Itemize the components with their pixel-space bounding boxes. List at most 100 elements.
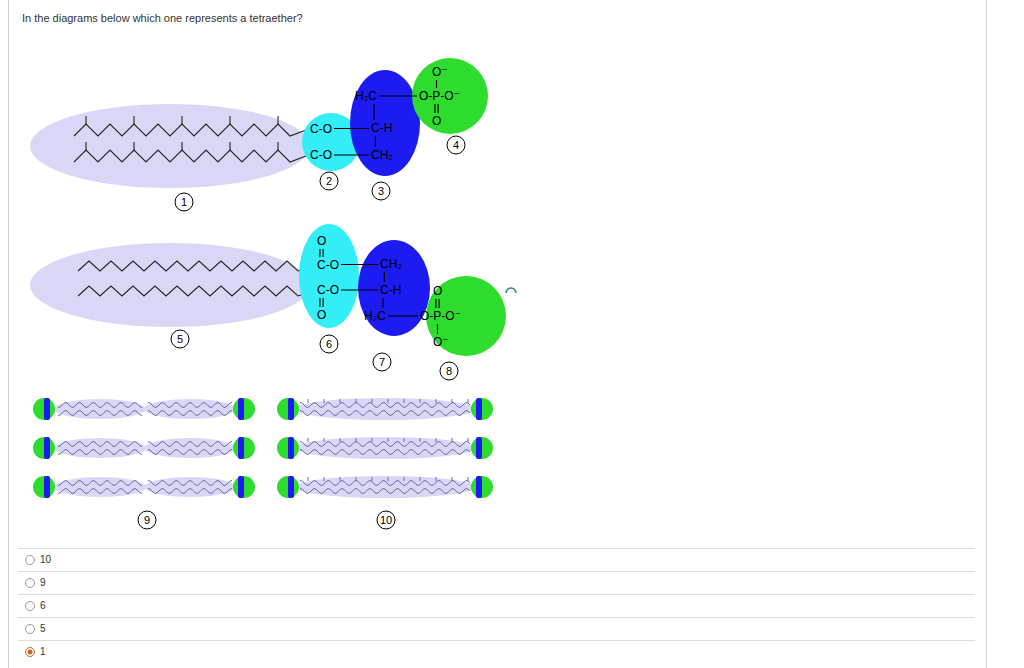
cursor-icon xyxy=(506,288,516,293)
glycerol-bar xyxy=(288,398,294,420)
chemical-group: C-O xyxy=(317,259,339,271)
frame-line xyxy=(986,0,987,668)
radio-button xyxy=(26,556,35,565)
tail-branch xyxy=(340,399,341,403)
glycerol-bar xyxy=(238,398,244,420)
callout-number: 10 xyxy=(380,515,392,526)
tail-line xyxy=(300,489,470,494)
callout-circle xyxy=(377,511,395,529)
chemical-bond xyxy=(319,298,320,307)
methyl-branch xyxy=(277,116,278,124)
node-shape xyxy=(299,224,359,328)
chemical-bond xyxy=(341,264,378,265)
polar-head xyxy=(277,476,299,498)
chemical-bond xyxy=(434,104,435,113)
tail-branch xyxy=(372,438,373,442)
callout-circle xyxy=(320,172,338,190)
tail-line xyxy=(58,403,142,408)
tail-branch xyxy=(468,399,469,403)
methyl-branch xyxy=(229,116,230,124)
polar-head xyxy=(233,398,255,420)
chemical-group: O-P-O⁻ xyxy=(419,90,460,102)
node-ellipse xyxy=(358,240,430,336)
callout-circle xyxy=(138,511,156,529)
tail-region xyxy=(144,399,236,419)
hydrocarbon-chain xyxy=(74,150,306,162)
callout-number: 9 xyxy=(144,515,150,526)
tail-branch xyxy=(356,438,357,442)
glycerol-backbone: H₂CC-HCH₂ xyxy=(350,70,420,176)
radio-button xyxy=(26,579,35,588)
tail-branch xyxy=(420,477,421,481)
callout-circle xyxy=(320,335,338,353)
methyl-branch xyxy=(277,142,278,150)
tail-line xyxy=(300,450,470,455)
tail-region xyxy=(54,477,146,497)
callout-circle xyxy=(447,136,465,154)
tail-line xyxy=(148,489,232,494)
methyl-branch xyxy=(85,116,86,124)
tail-line xyxy=(148,403,232,408)
tail-region xyxy=(144,438,236,458)
tail-branch xyxy=(308,438,309,442)
tail-branch xyxy=(404,477,405,481)
tail-branch xyxy=(452,438,453,442)
node-ellipse xyxy=(299,224,359,328)
tail-branch xyxy=(356,399,357,403)
callout-circle xyxy=(175,193,193,211)
answer-option: 9 xyxy=(40,578,46,588)
tail-branch xyxy=(324,399,325,403)
answer-option: 1 xyxy=(40,647,46,657)
tail-branch xyxy=(420,399,421,403)
chemical-group: H₂C xyxy=(364,310,386,322)
tail-region xyxy=(54,399,146,419)
glycerol-bar xyxy=(44,398,50,420)
methyl-branch xyxy=(229,142,230,150)
tail-line xyxy=(58,450,142,455)
phosphate-group: O⁻O-P-O⁻O xyxy=(412,58,488,134)
tail-branch xyxy=(388,477,389,481)
tail-branch xyxy=(452,399,453,403)
polar-head xyxy=(471,476,493,498)
callout-number: 5 xyxy=(177,334,183,345)
tail-branch xyxy=(324,477,325,481)
answer-option: 5 xyxy=(40,624,46,634)
chemical-bond xyxy=(435,299,436,308)
tail-branch xyxy=(468,477,469,481)
callout-circle xyxy=(440,362,458,380)
glycerol-bar xyxy=(476,437,482,459)
methyl-branch xyxy=(181,142,182,150)
tail-branch xyxy=(340,438,341,442)
glycerol-bar xyxy=(288,437,294,459)
tail-line xyxy=(148,442,232,447)
radio-button xyxy=(26,625,35,634)
tail-branch xyxy=(388,399,389,403)
methyl-branch xyxy=(133,142,134,150)
chemical-bond xyxy=(323,298,324,307)
tail-branch xyxy=(436,477,437,481)
chemical-group: O xyxy=(433,285,442,297)
callout-circle xyxy=(171,330,189,348)
chemical-bond xyxy=(334,154,369,155)
chemical-bond xyxy=(373,104,374,120)
hydrocarbon-chain xyxy=(78,261,313,271)
tail-line xyxy=(148,450,232,455)
polar-head xyxy=(33,476,55,498)
polar-head xyxy=(277,437,299,459)
glycerol-bar xyxy=(44,476,50,498)
callout-number: 6 xyxy=(326,339,332,350)
radio-button xyxy=(26,602,35,611)
chemical-group: O-P-O⁻ xyxy=(420,310,461,322)
tail-branch xyxy=(308,399,309,403)
phosphate-group: OO-P-O⁻O⁻ xyxy=(426,276,506,356)
tail-line xyxy=(300,442,470,447)
chemical-group: CH₂ xyxy=(371,149,393,161)
node-ellipse xyxy=(412,58,488,134)
option-separator xyxy=(18,571,975,572)
tail-line xyxy=(300,481,470,486)
chemical-bond xyxy=(384,272,385,282)
glycerol-bar xyxy=(476,398,482,420)
chemical-bond xyxy=(319,249,320,257)
chemical-group: CH₂ xyxy=(380,258,402,270)
